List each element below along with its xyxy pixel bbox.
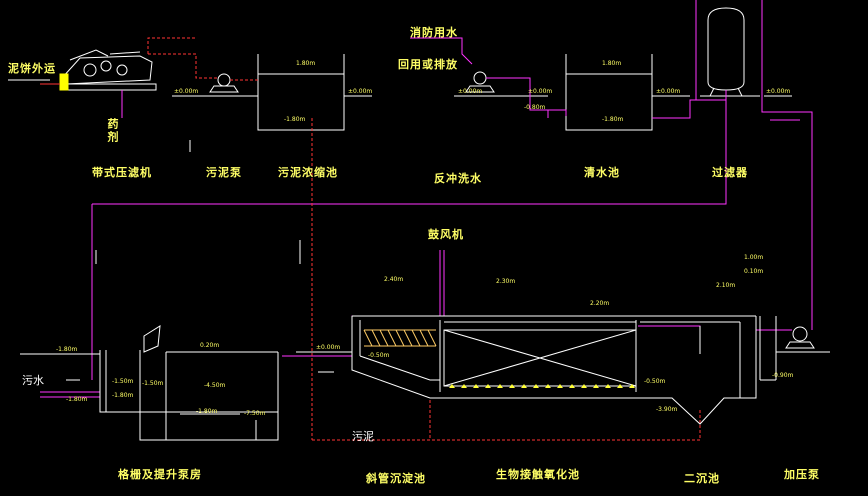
sludge-pipes [147, 37, 701, 441]
clear-water-pump-icon [454, 71, 548, 97]
elevation-mark: 0.20m [200, 342, 220, 349]
aeration-diffusers [449, 384, 635, 388]
treatment-basins [296, 315, 830, 425]
label-sewage: 污水 [22, 374, 44, 387]
elevation-mark: 2.30m [496, 278, 516, 285]
elevation-mark: -0.80m [524, 104, 546, 111]
label-backwash: 反冲洗水 [434, 172, 482, 185]
label-inclined-tube-settler: 斜管沉淀池 [366, 472, 426, 485]
label-thickener: 污泥浓缩池 [278, 166, 338, 179]
elevation-mark: ±0.00m [528, 88, 553, 95]
screen-pump-room [20, 325, 279, 441]
elevation-mark: -0.50m [644, 378, 666, 385]
elevation-mark: -1.80m [66, 396, 88, 403]
sludge-thickener-tank [250, 54, 372, 131]
label-sludge-pump: 污泥泵 [206, 166, 242, 179]
elevation-mark: 2.20m [590, 300, 610, 307]
label-screen-pump-room: 格栅及提升泵房 [118, 468, 202, 481]
elevation-mark: -0.50m [368, 352, 390, 359]
level-markers [66, 140, 334, 381]
elevation-mark: 0.10m [744, 268, 764, 275]
elevation-mark: -1.50m [112, 378, 134, 385]
elevation-mark: 1.80m [296, 60, 316, 67]
elevation-mark: -1.50m [142, 380, 164, 387]
elevation-mark: ±0.00m [766, 88, 791, 95]
elevation-mark: -1.80m [284, 116, 306, 123]
label-fire-water: 消防用水 [410, 26, 458, 39]
label-sludge-out: 泥饼外运 [8, 62, 56, 75]
elevation-mark: ±0.00m [348, 88, 373, 95]
elevation-mark: ±0.00m [316, 344, 341, 351]
label-reuse-discharge: 回用或排放 [398, 58, 458, 71]
label-reagent: 药剂 [106, 118, 119, 144]
belt-press-machine [8, 49, 157, 91]
label-blower: 鼓风机 [428, 228, 464, 241]
label-belt-press: 带式压滤机 [92, 166, 152, 179]
elevation-mark: ±0.00m [174, 88, 199, 95]
label-booster-pump: 加压泵 [784, 468, 820, 481]
inclined-tube-hatch [363, 329, 437, 347]
elevation-mark: -1.80m [56, 346, 78, 353]
elevation-mark: -3.90m [656, 406, 678, 413]
elevation-mark: -7.50m [244, 410, 266, 417]
elevation-mark: -4.50m [204, 382, 226, 389]
elevation-mark: 2.40m [384, 276, 404, 283]
elevation-mark: 1.00m [744, 254, 764, 261]
elevation-mark: ±0.00m [656, 88, 681, 95]
label-filter: 过滤器 [712, 166, 748, 179]
label-sludge: 污泥 [352, 430, 374, 443]
elevation-mark: ±0.00m [458, 88, 483, 95]
label-bio-contact-oxidation: 生物接触氧化池 [496, 468, 580, 481]
water-pipes [40, 0, 813, 398]
elevation-mark: 2.10m [716, 282, 736, 289]
elevation-mark: -0.90m [772, 372, 794, 379]
elevation-mark: -1.80m [112, 392, 134, 399]
label-secondary-clarifier: 二沉池 [684, 472, 720, 485]
elevation-mark: -1.80m [602, 116, 624, 123]
pressure-filter-vessel [700, 7, 792, 97]
elevation-mark: -1.80m [196, 408, 218, 415]
clear-water-tank [565, 54, 690, 131]
label-clear-water-tank: 清水池 [584, 166, 620, 179]
elevation-mark: 1.80m [602, 60, 622, 67]
